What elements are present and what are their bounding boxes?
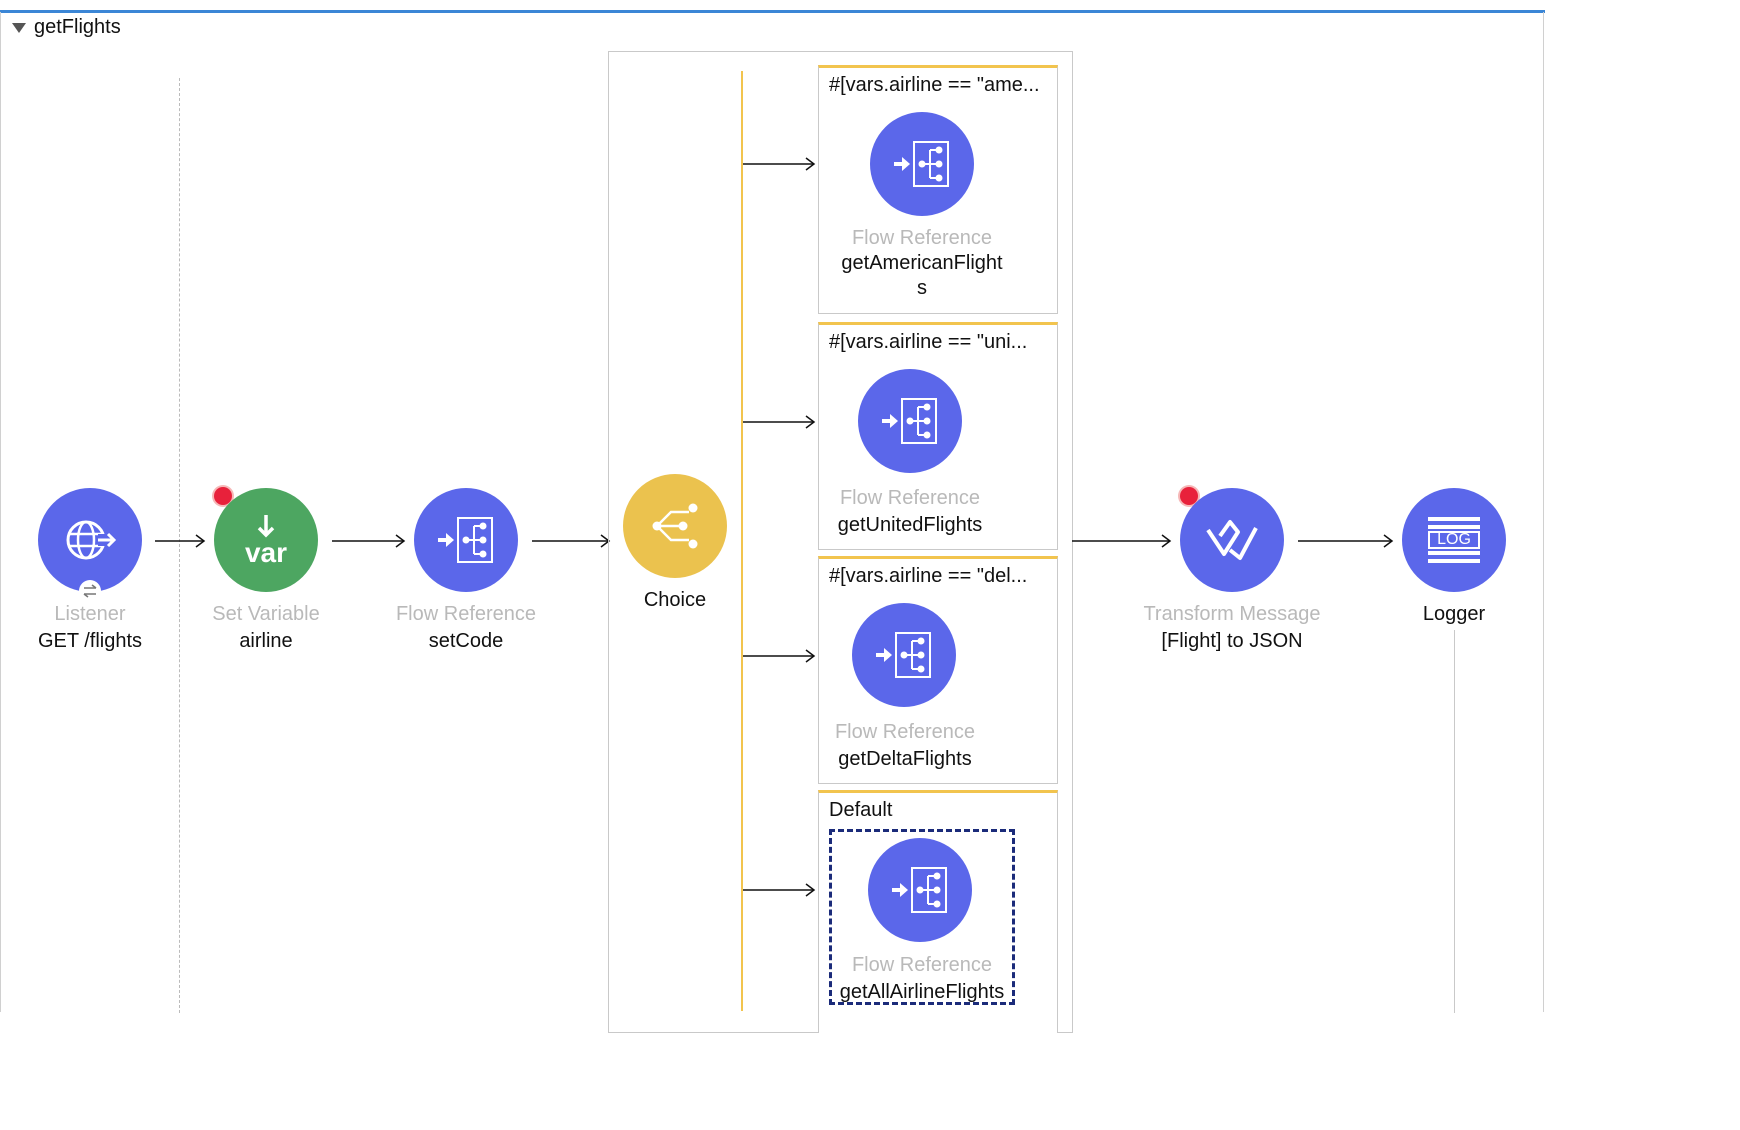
breakpoint-dot-icon[interactable] xyxy=(1180,487,1198,505)
listener-label: Listener GET /flights xyxy=(10,601,170,655)
flow-reference-icon xyxy=(438,517,493,563)
connector-arrow xyxy=(1072,534,1172,548)
transform-message-label: Transform Message [Flight] to JSON xyxy=(1122,601,1342,655)
choice-route-line xyxy=(741,71,743,1011)
route-condition: #[vars.airline == "ame... xyxy=(829,74,1040,96)
flow-reference-united-label: Flow Reference getUnitedFlights xyxy=(819,485,1001,539)
flow-reference-type: Flow Reference xyxy=(851,227,993,249)
route-default[interactable]: Default Flow Reference getAllAirlineFlig… xyxy=(818,790,1058,1033)
flow-reference-type: Flow Reference xyxy=(834,721,976,743)
flow-reference-american-node[interactable] xyxy=(870,112,974,216)
transform-check-icon xyxy=(1206,520,1258,560)
connector-arrow xyxy=(532,534,611,548)
connector-arrow xyxy=(1298,534,1394,548)
transform-message-name: [Flight] to JSON xyxy=(1161,630,1303,652)
flow-reference-name: getAllAirlineFlights xyxy=(839,981,1005,1003)
error-handling-separator xyxy=(1454,630,1455,1013)
flow-reference-type: Flow Reference xyxy=(395,603,537,625)
set-variable-node[interactable]: var xyxy=(214,488,318,592)
route-american[interactable]: #[vars.airline == "ame... Flow Reference… xyxy=(818,65,1058,314)
route-condition: #[vars.airline == "uni... xyxy=(829,331,1028,353)
flow-reference-icon xyxy=(882,398,937,444)
flow-reference-icon xyxy=(876,632,931,678)
route-united[interactable]: #[vars.airline == "uni... Flow Reference… xyxy=(818,322,1058,550)
route-arrow xyxy=(743,157,816,171)
exchange-icon xyxy=(79,580,101,602)
route-condition: #[vars.airline == "del... xyxy=(829,565,1028,587)
flow-reference-name: getAmericanFlight xyxy=(841,252,1003,274)
route-condition: Default xyxy=(829,799,893,821)
logger-name: Logger xyxy=(1422,603,1486,625)
route-arrow xyxy=(743,415,816,429)
branch-icon xyxy=(652,503,698,549)
flow-reference-all-node[interactable] xyxy=(868,838,972,942)
transform-message-type: Transform Message xyxy=(1143,603,1321,625)
flow-reference-type: Flow Reference xyxy=(851,954,993,976)
listener-type: Listener xyxy=(54,603,126,625)
choice-name: Choice xyxy=(643,589,707,611)
choice-node[interactable] xyxy=(623,474,727,578)
flow-reference-american-label: Flow Reference getAmericanFlight s xyxy=(819,226,1025,301)
set-variable-label: Set Variable airline xyxy=(186,601,346,655)
flow-reference-name: getDeltaFlights xyxy=(838,748,972,770)
flow-title: getFlights xyxy=(34,16,121,38)
connector-arrow xyxy=(332,534,406,548)
connector-arrow xyxy=(155,534,206,548)
route-delta[interactable]: #[vars.airline == "del... Flow Reference… xyxy=(818,556,1058,784)
breakpoint-dot-icon[interactable] xyxy=(214,487,232,505)
logger-node[interactable]: LOG xyxy=(1402,488,1506,592)
flow-reference-setcode-node[interactable] xyxy=(414,488,518,592)
download-arrow-icon xyxy=(257,515,275,538)
transform-message-node[interactable] xyxy=(1180,488,1284,592)
canvas-top-border xyxy=(0,10,1545,13)
flow-reference-name: getUnitedFlights xyxy=(837,514,983,536)
flow-reference-delta-node[interactable] xyxy=(852,603,956,707)
flow-reference-icon xyxy=(894,141,949,187)
flow-reference-icon xyxy=(892,867,947,913)
flow-reference-setcode-label: Flow Reference setCode xyxy=(376,601,556,655)
log-icon-text: LOG xyxy=(1428,531,1480,549)
collapse-triangle-icon[interactable] xyxy=(12,22,26,33)
selection-box[interactable]: Flow Reference getAllAirlineFlights xyxy=(829,829,1015,1005)
var-icon-text: var xyxy=(244,537,288,568)
listener-node[interactable] xyxy=(38,488,142,592)
flow-reference-name: setCode xyxy=(428,630,504,652)
route-arrow xyxy=(743,649,816,663)
flow-reference-united-node[interactable] xyxy=(858,369,962,473)
set-variable-type: Set Variable xyxy=(212,603,320,625)
set-variable-name: airline xyxy=(239,630,293,652)
flow-reference-name-wrap: s xyxy=(917,277,927,299)
route-arrow xyxy=(743,883,816,897)
choice-label: Choice xyxy=(595,587,755,614)
flow-reference-type: Flow Reference xyxy=(839,487,981,509)
log-icon: LOG xyxy=(1428,515,1480,565)
globe-arrow-icon xyxy=(66,520,117,560)
canvas-right-border xyxy=(1543,12,1544,1012)
flow-reference-all-label: Flow Reference getAllAirlineFlights xyxy=(832,952,1012,1006)
listener-name: GET /flights xyxy=(37,630,143,652)
canvas-left-border xyxy=(0,12,1,1012)
flow-reference-delta-label: Flow Reference getDeltaFlights xyxy=(819,719,991,773)
flow-header[interactable]: getFlights xyxy=(12,16,121,39)
source-separator xyxy=(179,78,180,1013)
logger-label: Logger xyxy=(1374,601,1534,628)
